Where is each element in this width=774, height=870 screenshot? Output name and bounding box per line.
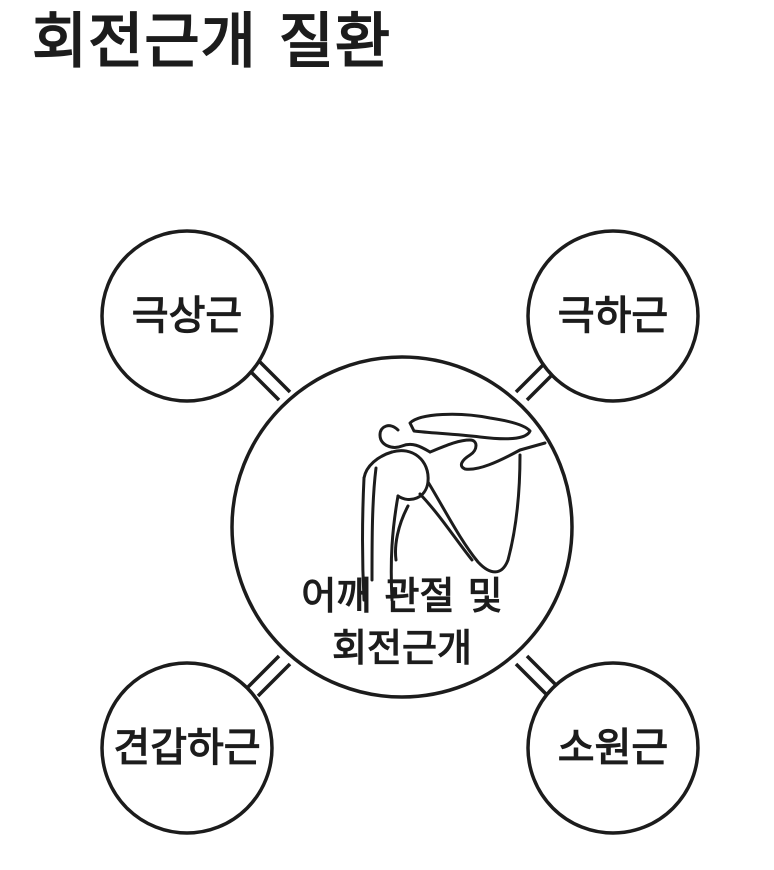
node-circle xyxy=(526,229,700,403)
node-circle xyxy=(100,661,274,835)
node-label-teres-minor: 소원근 xyxy=(558,725,668,771)
node-label-subscapularis: 견갑하근 xyxy=(113,725,260,771)
connector-bottom-left xyxy=(245,654,292,698)
center-label-line1: 어깨 관절 및 xyxy=(301,574,502,618)
node-label-supraspinatus: 극상근 xyxy=(132,293,242,339)
node-subscapularis: 견갑하근 xyxy=(100,661,274,835)
shoulder-joint-icon xyxy=(361,412,547,602)
connector-top-left xyxy=(245,358,292,402)
node-teres-minor: 소원근 xyxy=(526,661,700,835)
page-title: 회전근개 질환 xyxy=(32,7,392,77)
connectors xyxy=(245,358,561,698)
node-circle xyxy=(100,229,274,403)
center-label-line2: 회전근개 xyxy=(332,626,472,670)
center-node: 어깨 관절 및 회전근개 xyxy=(230,355,574,699)
node-supraspinatus: 극상근 xyxy=(100,229,274,403)
node-circle xyxy=(526,661,700,835)
center-circle xyxy=(230,355,574,699)
node-label-infraspinatus: 극하근 xyxy=(558,293,668,339)
node-infraspinatus: 극하근 xyxy=(526,229,700,403)
connector-bottom-right xyxy=(514,654,561,698)
